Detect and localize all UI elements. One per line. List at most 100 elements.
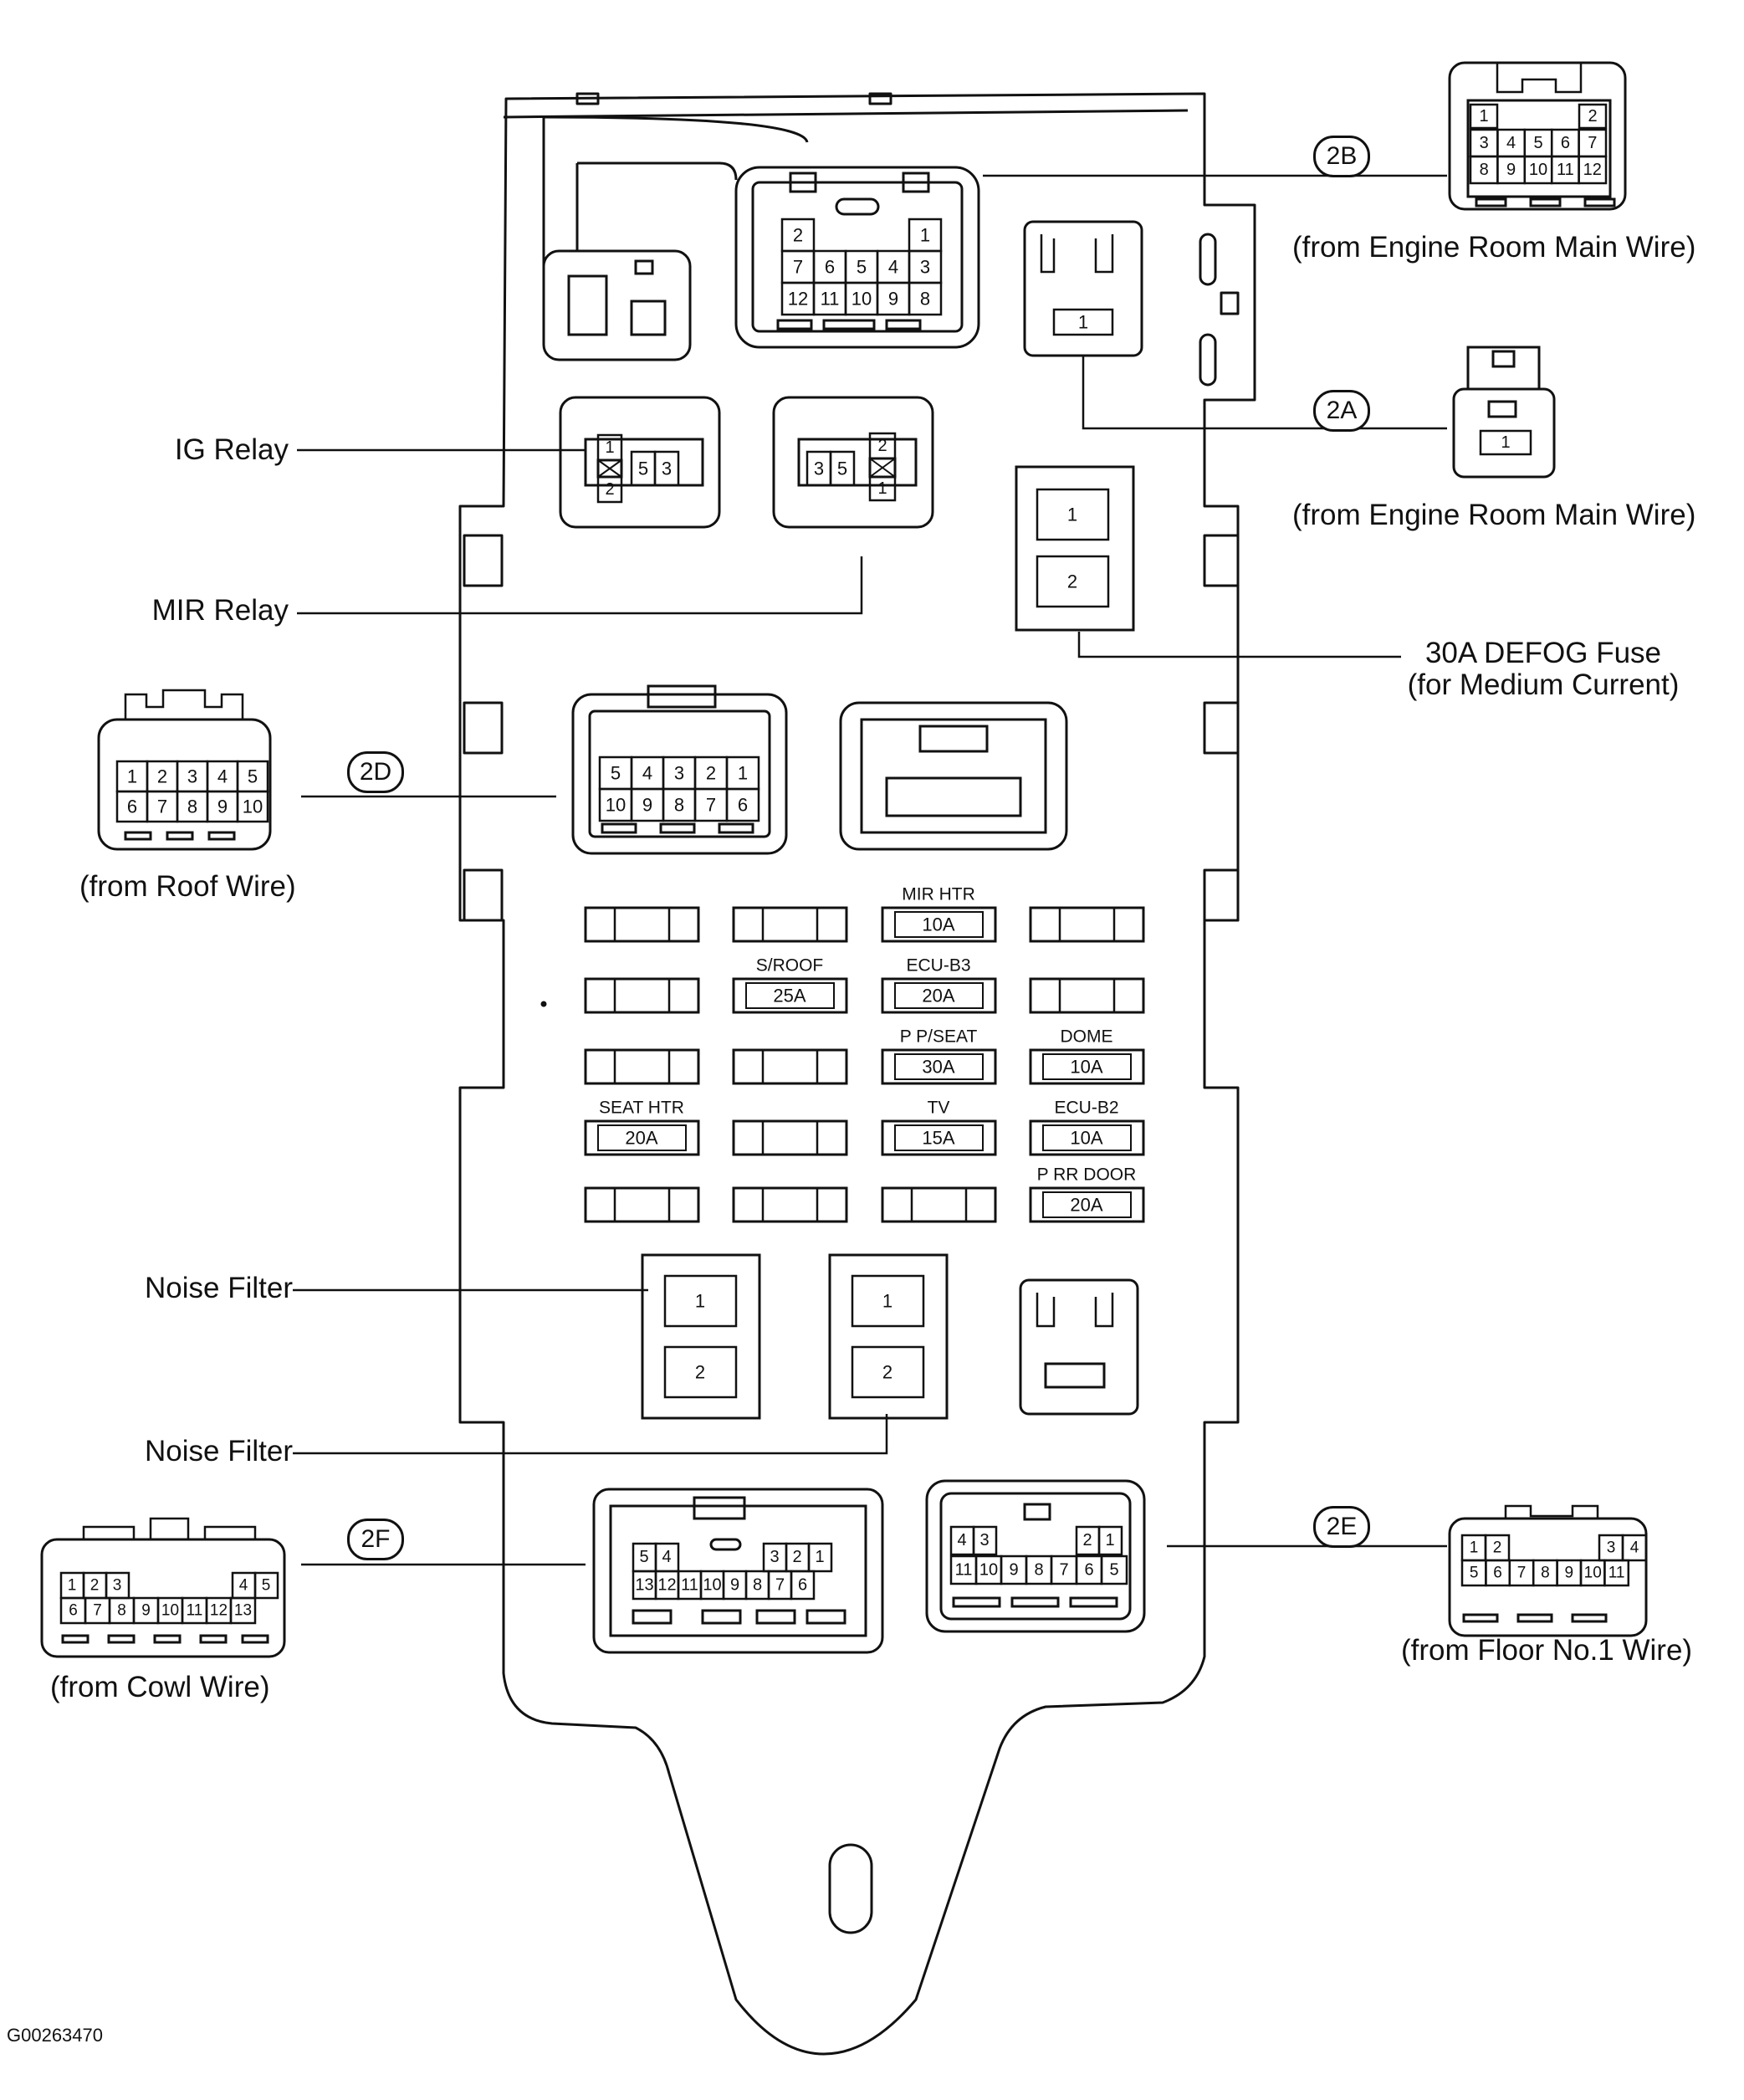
connector-2b-pin-label: 1 — [920, 225, 930, 246]
connector-2d-pin-label: 3 — [674, 763, 684, 784]
connector-2e-view-rib — [1516, 1613, 1553, 1623]
connector-2f-pin-label: 3 — [770, 1548, 779, 1566]
connector-2e-pin-label: 1 — [1105, 1531, 1114, 1549]
connector-2b-view-housing — [1448, 61, 1627, 211]
connector-2f-pin-label: 1 — [815, 1548, 824, 1566]
fuse-name: TV — [928, 1099, 950, 1118]
defog-fuse-title: 30A DEFOG Fuse — [1424, 637, 1662, 669]
connector-2a-source: (from Engine Room Main Wire) — [1292, 499, 1696, 531]
connector-2b-view-pin-label: 1 — [1479, 107, 1488, 125]
mir-relay-pin-label: 3 — [814, 458, 824, 479]
connector-2d-view-pin-label: 8 — [187, 796, 197, 817]
connector-2b-view-inner — [1466, 99, 1612, 198]
connector-2e-pin-label: 4 — [957, 1531, 966, 1549]
connector-2a-latch — [1040, 234, 1114, 274]
connector-2d-view-pin-label: 4 — [217, 766, 228, 787]
noise-filter-b-pin-label: 1 — [882, 1291, 892, 1312]
connector-2e-inner — [939, 1492, 1132, 1621]
connector-2f-view-pin-label: 3 — [113, 1577, 122, 1595]
defog-fuse-subtitle: (for Medium Current) — [1407, 668, 1680, 701]
document-id: G00263470 — [7, 2025, 103, 2046]
fuse-slot — [732, 977, 848, 1014]
connector-2b-source: (from Engine Room Main Wire) — [1292, 231, 1696, 264]
connector-2d-view-rib — [166, 831, 194, 841]
connector-2d-housing — [571, 693, 788, 855]
ig-relay-pin-cell — [653, 450, 680, 487]
spare-connector-slot — [885, 776, 1022, 817]
fuse-amperage: 25A — [773, 986, 806, 1006]
junction-block-outline — [458, 92, 1256, 2056]
connector-2b-view-pin-cell — [1469, 103, 1499, 130]
connector-2f-view-pin-label: 7 — [93, 1602, 102, 1620]
noise-filter-b-pin-cell — [851, 1274, 925, 1328]
connector-2f-view-pin-label: 12 — [210, 1602, 228, 1620]
fuse-body — [1042, 1053, 1132, 1080]
fuse-name: SEAT HTR — [599, 1099, 684, 1118]
connector-2a-code: 2A — [1313, 390, 1370, 432]
connector-2a-pin-label: 1 — [1078, 312, 1088, 333]
connector-2e-key — [1023, 1503, 1051, 1521]
connector-2b-latch — [789, 172, 817, 193]
connector-2f-view-housing — [40, 1538, 286, 1658]
connector-2b-pin-cell — [908, 218, 943, 253]
connector-2b-pin-label: 8 — [920, 289, 930, 310]
connector-2b-pin-label: 4 — [888, 257, 898, 278]
fuse-amperage: 20A — [625, 1128, 657, 1149]
connector-2a-view-tab — [1491, 350, 1516, 368]
fuse-amperage: 10A — [1070, 1128, 1102, 1149]
noise-filter-b-pin-cell — [851, 1345, 925, 1399]
connector-2b-view-pin-label: 6 — [1561, 134, 1570, 152]
connector-2f-pin-cell — [790, 1570, 816, 1601]
mir-relay-body — [797, 438, 918, 487]
fuse-amperage: 10A — [1070, 1057, 1102, 1078]
connector-2e-view-housing — [1448, 1517, 1648, 1637]
connector-2b-pin-label: 3 — [920, 257, 930, 278]
connector-2f-view-pin-cell — [253, 1571, 279, 1600]
connector-2d-rib — [659, 822, 696, 834]
fuse-body — [894, 911, 984, 938]
defog-fuse-pin-label: 2 — [1067, 571, 1077, 592]
connector-2f-pin-label: 12 — [657, 1576, 676, 1595]
connector-2e-pin-label: 2 — [1082, 1531, 1092, 1549]
fuse-amperage: 20A — [922, 986, 954, 1006]
mir-relay-pin-label: 2 — [877, 437, 887, 455]
connector-2d-view-pin-label: 7 — [157, 796, 167, 817]
connector-2e-view-pin-label: 2 — [1493, 1539, 1502, 1557]
connector-2d-pin-cell — [725, 787, 760, 822]
fuse-slot — [584, 977, 700, 1014]
connector-2d-view-pin-label: 1 — [127, 766, 137, 787]
connector-2b-view-pin-label: 8 — [1480, 161, 1489, 179]
fuse-body — [1042, 1191, 1132, 1218]
connector-2f-view-pin-label: 6 — [69, 1602, 78, 1620]
connector-2f-housing — [592, 1488, 884, 1654]
mir-relay-cross — [869, 458, 896, 478]
connector-2a-leader — [1082, 356, 1447, 430]
connector-2a-view-key — [1487, 400, 1517, 418]
connector-2f-view-pin-label: 13 — [234, 1602, 252, 1620]
connector-2e-view-rib — [1571, 1613, 1608, 1623]
fuse-amperage: 20A — [1070, 1195, 1102, 1216]
connector-2e-pin-label: 5 — [1109, 1561, 1118, 1580]
fuse-body — [597, 1124, 687, 1151]
connector-2e-view-pin-label: 10 — [1584, 1565, 1602, 1582]
connector-2e-view-pin-label: 9 — [1565, 1565, 1574, 1582]
connector-2d-view-pin-label: 2 — [157, 766, 167, 787]
connector-2b-code: 2B — [1313, 136, 1370, 177]
connector-2f-view-pin-label: 5 — [262, 1577, 271, 1595]
connector-2e-view-pin-label: 8 — [1541, 1565, 1550, 1582]
connector-2f-rib — [632, 1609, 673, 1625]
connector-2e-view-pin-cell — [1621, 1534, 1648, 1562]
connector-2b-rib — [822, 319, 876, 330]
connector-2d-view-pin-label: 5 — [248, 766, 258, 787]
ig-relay-pin-label: 1 — [605, 438, 614, 457]
fuse-amperage: 15A — [922, 1128, 954, 1149]
mir-relay-pin-label: 5 — [837, 458, 847, 479]
defog-fuse-leader — [1077, 632, 1401, 658]
fuse-body — [745, 982, 835, 1009]
fuse-slot — [584, 1119, 700, 1156]
connector-2f-key — [709, 1538, 742, 1551]
connector-2e-view-pin-label: 7 — [1517, 1565, 1527, 1582]
connector-2f-pin-label: 9 — [730, 1576, 739, 1595]
